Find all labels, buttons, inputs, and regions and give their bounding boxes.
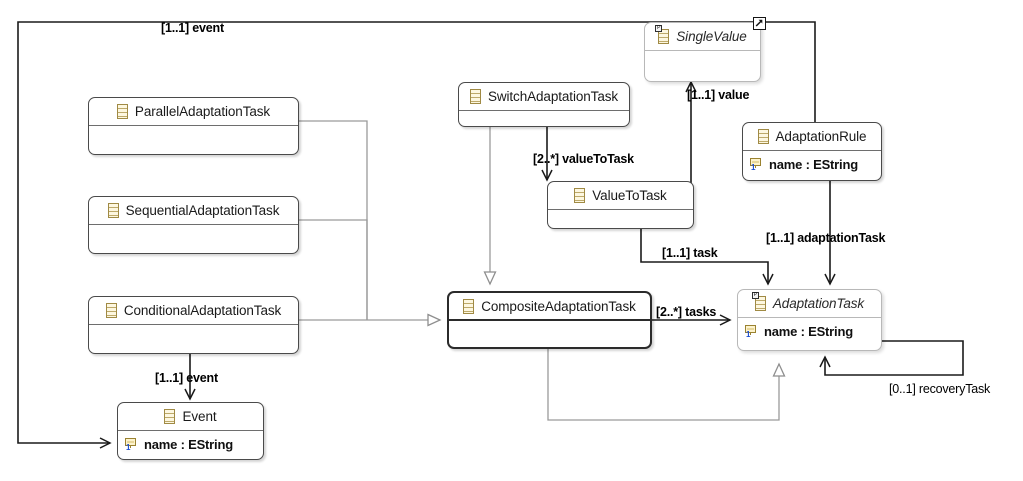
class-node-event[interactable]: Event 1 name : EString: [117, 402, 264, 460]
class-header: SwitchAdaptationTask: [459, 83, 629, 111]
class-attributes-compartment: [548, 210, 693, 227]
eclass-icon: [164, 409, 176, 424]
class-node-adaptation-rule[interactable]: AdaptationRule 1 name : EString: [742, 122, 882, 181]
class-node-composite-adaptation-task[interactable]: CompositeAdaptationTask: [447, 291, 652, 349]
eclass-icon: [105, 303, 117, 318]
class-name: SingleValue: [676, 29, 747, 44]
class-name: CompositeAdaptationTask: [481, 298, 636, 314]
class-attributes-compartment: [89, 126, 298, 152]
shortcut-icon[interactable]: [753, 17, 766, 30]
generalization-sequential-to-composite: [299, 219, 368, 320]
eclass-icon: [116, 104, 128, 119]
edge-label-adaptation-task: [1..1] adaptationTask: [766, 231, 886, 245]
reference-adaptationrule-to-event: [17, 21, 816, 449]
class-name: SequentialAdaptationTask: [125, 203, 280, 218]
class-header: Event: [118, 403, 263, 431]
proxy-badge: P: [751, 292, 759, 299]
class-node-sequential-adaptation-task[interactable]: SequentialAdaptationTask: [88, 196, 299, 254]
class-name: ParallelAdaptationTask: [134, 104, 271, 119]
class-header: SequentialAdaptationTask: [89, 197, 298, 225]
class-attribute-label: name : EString: [764, 324, 853, 339]
reference-adaptationtask-self-recoverytask: [819, 340, 964, 376]
class-attribute-row: 1 name : EString: [743, 151, 881, 178]
class-header: ValueToTask: [548, 182, 693, 210]
class-node-switch-adaptation-task[interactable]: SwitchAdaptationTask: [458, 82, 630, 127]
class-node-adaptation-task[interactable]: P AdaptationTask 1 name : EString: [737, 289, 882, 351]
class-attribute-row: 1 name : EString: [738, 318, 881, 345]
generalization-edges: [299, 120, 786, 421]
class-name: ValueToTask: [592, 188, 667, 203]
eattribute-icon: 1: [125, 437, 138, 452]
edge-label-event-top: [1..1] event: [161, 21, 224, 35]
class-header: ConditionalAdaptationTask: [89, 297, 298, 325]
class-attributes-compartment: [89, 325, 298, 351]
edge-label-value: [1..1] value: [687, 88, 750, 102]
class-node-conditional-adaptation-task[interactable]: ConditionalAdaptationTask: [88, 296, 299, 354]
edge-label-value-to-task: [2..*] valueToTask: [533, 152, 634, 166]
class-header: P AdaptationTask: [738, 290, 881, 318]
class-attributes-compartment: [459, 111, 629, 125]
class-attributes-compartment: [89, 225, 298, 251]
eclass-icon: [574, 188, 586, 203]
eclass-icon: [757, 129, 769, 144]
class-header: P SingleValue: [645, 23, 760, 51]
generalization-composite-to-adaptationtask: [547, 349, 786, 421]
class-attributes-compartment: [449, 321, 650, 347]
eattribute-icon: 1: [750, 157, 763, 172]
class-name: AdaptationRule: [775, 129, 867, 144]
reference-edges: [17, 21, 964, 449]
class-header: AdaptationRule: [743, 123, 881, 151]
proxy-badge: P: [655, 25, 663, 32]
eclass-proxy-icon: P: [751, 292, 766, 311]
class-name: ConditionalAdaptationTask: [123, 303, 282, 318]
reference-valuetotask-to-adaptationtask: [640, 229, 774, 286]
class-attributes-compartment: [645, 51, 760, 81]
class-node-value-to-task[interactable]: ValueToTask: [547, 181, 694, 229]
eclass-icon: [469, 89, 481, 104]
edge-label-tasks: [2..*] tasks: [656, 305, 717, 319]
class-header: CompositeAdaptationTask: [449, 293, 650, 321]
class-header: ParallelAdaptationTask: [89, 98, 298, 126]
eclass-proxy-icon: P: [655, 25, 670, 44]
class-attribute-row: 1 name : EString: [118, 431, 263, 458]
edge-label-recovery-task: [0..1] recoveryTask: [889, 382, 991, 396]
eattribute-icon: 1: [745, 324, 758, 339]
edge-label-task: [1..1] task: [662, 246, 718, 260]
eclass-icon: [463, 298, 475, 314]
class-name: Event: [182, 409, 217, 424]
class-node-parallel-adaptation-task[interactable]: ParallelAdaptationTask: [88, 97, 299, 155]
class-attribute-label: name : EString: [144, 437, 233, 452]
eclass-icon: [107, 203, 119, 218]
class-attribute-label: name : EString: [769, 157, 858, 172]
class-name: AdaptationTask: [772, 296, 865, 311]
class-node-single-value[interactable]: P SingleValue: [644, 17, 766, 82]
edge-label-event-conditional: [1..1] event: [155, 371, 218, 385]
class-name: SwitchAdaptationTask: [487, 89, 619, 104]
